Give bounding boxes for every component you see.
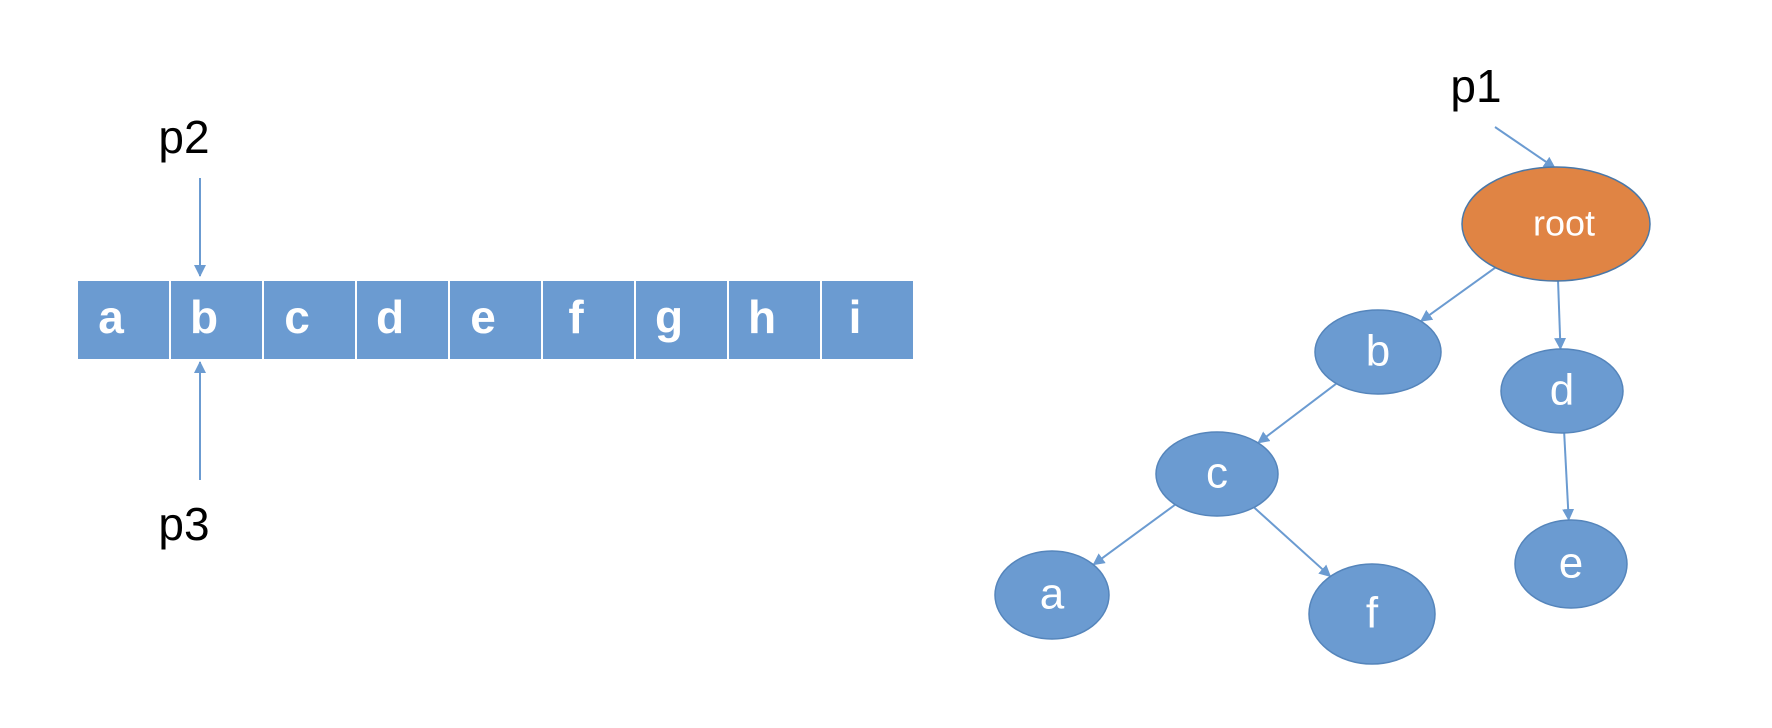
tree-edge-c-a — [1092, 503, 1176, 566]
pointer-label-p1: p1 — [1450, 60, 1501, 112]
array: a b c d e f g h i — [76, 279, 915, 361]
pointer-arrow-p1 — [1494, 126, 1556, 169]
array-cell-g — [634, 279, 729, 361]
array-cell-label-f: f — [568, 291, 584, 343]
array-cell-b — [169, 279, 264, 361]
pointer-label-p3: p3 — [158, 498, 209, 550]
array-cell-h — [727, 279, 822, 361]
tree-node-label-b: b — [1366, 327, 1390, 376]
tree-node-b — [1314, 309, 1442, 395]
array-cell-label-h: h — [748, 291, 776, 343]
tree-node-a — [994, 550, 1110, 640]
tree-node-label-root: root — [1533, 203, 1595, 244]
tree-node-e — [1514, 519, 1628, 609]
tree-node-f — [1308, 563, 1436, 665]
tree-node-label-e: e — [1559, 539, 1583, 588]
array-cell-a — [76, 279, 171, 361]
tree-edge-root-d — [1554, 280, 1567, 351]
array-cell-c — [262, 279, 357, 361]
tree-edge-root-b — [1420, 266, 1496, 323]
tree-nodes: root b d c e a f — [994, 166, 1651, 665]
tree-edge-b-c — [1257, 382, 1337, 444]
array-cell-label-c: c — [284, 291, 310, 343]
tree-edge-c-f — [1253, 506, 1332, 578]
tree-node-c — [1155, 431, 1279, 517]
tree-edges — [1092, 266, 1575, 578]
array-cell-e — [448, 279, 543, 361]
tree-node-label-f: f — [1366, 589, 1379, 638]
tree-edge-d-e — [1562, 432, 1575, 522]
array-cell-label-d: d — [376, 291, 404, 343]
array-cell-f — [541, 279, 636, 361]
tree-node-label-d: d — [1550, 366, 1574, 415]
tree-node-label-c: c — [1206, 449, 1228, 498]
array-cell-label-e: e — [470, 291, 496, 343]
array-cell-label-a: a — [98, 291, 124, 343]
array-cell-i — [820, 279, 915, 361]
tree-node-root — [1461, 166, 1651, 282]
array-cell-label-i: i — [849, 291, 862, 343]
tree-node-label-a: a — [1040, 570, 1065, 619]
array-cell-label-g: g — [655, 291, 683, 343]
array-cell-label-b: b — [190, 291, 218, 343]
tree-node-d — [1500, 348, 1624, 434]
pointer-label-p2: p2 — [158, 111, 209, 163]
